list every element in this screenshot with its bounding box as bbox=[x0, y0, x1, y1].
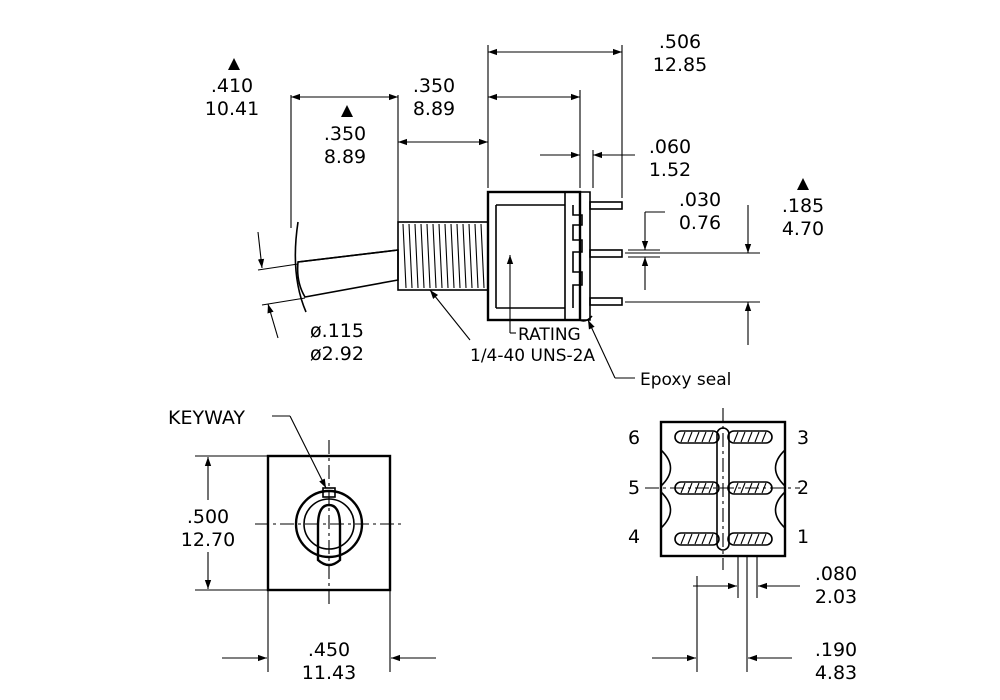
dim-350-bushing-inch: .350 bbox=[324, 123, 366, 145]
pin-1: 1 bbox=[797, 526, 809, 548]
dim-450-inch: .450 bbox=[308, 639, 350, 661]
thread-line bbox=[408, 223, 413, 289]
rating-label: RATING bbox=[518, 325, 581, 345]
thread-label: 1/4-40 UNS-2A bbox=[470, 346, 595, 366]
dim-500-mm: 12.70 bbox=[181, 529, 235, 551]
slot-hatch bbox=[761, 482, 767, 494]
terminal-slot bbox=[674, 481, 720, 495]
slot-hatch bbox=[701, 431, 707, 443]
slot-hatch bbox=[680, 482, 686, 494]
thread-line bbox=[426, 223, 431, 289]
dim-030-inch: .030 bbox=[679, 189, 721, 211]
epoxy-seal-label: Epoxy seal bbox=[640, 370, 731, 390]
terminals bbox=[589, 201, 623, 306]
dim-080-inch: .080 bbox=[815, 563, 857, 585]
terminal-view: 6 5 4 3 2 1 .080 2.03 .190 4.83 bbox=[628, 408, 857, 684]
dim-190-inch: .190 bbox=[815, 639, 857, 661]
critical-dim-triangle bbox=[797, 178, 809, 190]
dim-030-mm: 0.76 bbox=[679, 212, 721, 234]
slot-hatch bbox=[694, 533, 700, 545]
slot-hatch bbox=[761, 533, 767, 545]
dim-506-inch: .506 bbox=[659, 31, 701, 53]
slot-hatch bbox=[747, 533, 753, 545]
pin-3: 3 bbox=[797, 427, 809, 449]
slot-hatch bbox=[754, 482, 760, 494]
pin-4: 4 bbox=[628, 526, 640, 548]
slot-hatch bbox=[694, 482, 700, 494]
dim-410-mm: 10.41 bbox=[205, 98, 259, 120]
slot-hatch bbox=[708, 431, 714, 443]
side-view: .410 10.41 .350 8.89 .350 8.89 .506 12.8… bbox=[205, 31, 824, 390]
thread-line bbox=[432, 223, 437, 289]
dim-500-inch: .500 bbox=[187, 506, 229, 528]
pin-5: 5 bbox=[628, 477, 640, 499]
dim-350-bushing-mm: 8.89 bbox=[324, 146, 366, 168]
slot-hatch bbox=[747, 431, 753, 443]
dim-190-mm: 4.83 bbox=[815, 662, 857, 684]
slot-hatch bbox=[694, 431, 700, 443]
dim-185-mm: 4.70 bbox=[782, 218, 824, 240]
slot-hatch bbox=[754, 431, 760, 443]
dim-350-body-inch: .350 bbox=[413, 75, 455, 97]
thread-line bbox=[450, 223, 455, 289]
thread-line bbox=[456, 223, 461, 289]
dim-060-inch: .060 bbox=[649, 136, 691, 158]
toggle-lever bbox=[294, 221, 399, 313]
slot-hatch bbox=[687, 533, 693, 545]
slot-hatch bbox=[708, 533, 714, 545]
slot-hatch bbox=[740, 533, 746, 545]
dim-115-inch: ø.115 bbox=[310, 320, 364, 342]
slot-hatch bbox=[701, 482, 707, 494]
slot-hatch bbox=[733, 431, 739, 443]
dim-060-mm: 1.52 bbox=[649, 159, 691, 181]
slot-hatch bbox=[701, 533, 707, 545]
thread-line bbox=[468, 223, 473, 289]
switch-body bbox=[486, 190, 593, 322]
terminal-slot bbox=[727, 532, 773, 546]
dim-450-mm: 11.43 bbox=[302, 662, 356, 684]
dim-115-mm: ø2.92 bbox=[310, 343, 364, 365]
terminal-slot bbox=[674, 430, 720, 444]
slot-hatch bbox=[740, 482, 746, 494]
critical-dim-triangle bbox=[341, 105, 353, 117]
thread-line bbox=[438, 223, 443, 289]
thread-line bbox=[474, 223, 479, 289]
slot-hatch bbox=[754, 533, 760, 545]
slot-hatch bbox=[708, 482, 714, 494]
thread-line bbox=[402, 223, 407, 289]
slot-hatch bbox=[680, 431, 686, 443]
dim-410-inch: .410 bbox=[211, 75, 253, 97]
pin-6: 6 bbox=[628, 427, 640, 449]
slot-hatch bbox=[687, 431, 693, 443]
dim-080-mm: 2.03 bbox=[815, 586, 857, 608]
dim-350-body-mm: 8.89 bbox=[413, 98, 455, 120]
dim-185-inch: .185 bbox=[782, 195, 824, 217]
thread-line bbox=[420, 223, 425, 289]
slot-hatch bbox=[733, 482, 739, 494]
thread-line bbox=[480, 223, 485, 289]
terminal-slot bbox=[727, 481, 773, 495]
slot-hatch bbox=[761, 431, 767, 443]
dim-506-mm: 12.85 bbox=[653, 54, 707, 76]
threaded-bushing bbox=[397, 221, 489, 291]
thread-line bbox=[444, 223, 449, 289]
terminal-slot bbox=[727, 430, 773, 444]
slot-hatch bbox=[740, 431, 746, 443]
slot-hatch bbox=[733, 533, 739, 545]
critical-dim-triangle bbox=[228, 58, 240, 70]
pin-2: 2 bbox=[797, 477, 809, 499]
front-view: KEYWAY .500 12.70 .450 11.43 bbox=[168, 407, 436, 684]
slot-hatch bbox=[747, 482, 753, 494]
thread-line bbox=[414, 223, 419, 289]
keyway-label: KEYWAY bbox=[168, 407, 245, 429]
slot-hatch bbox=[680, 533, 686, 545]
thread-line bbox=[462, 223, 467, 289]
slot-hatch bbox=[687, 482, 693, 494]
terminal-slot bbox=[674, 532, 720, 546]
